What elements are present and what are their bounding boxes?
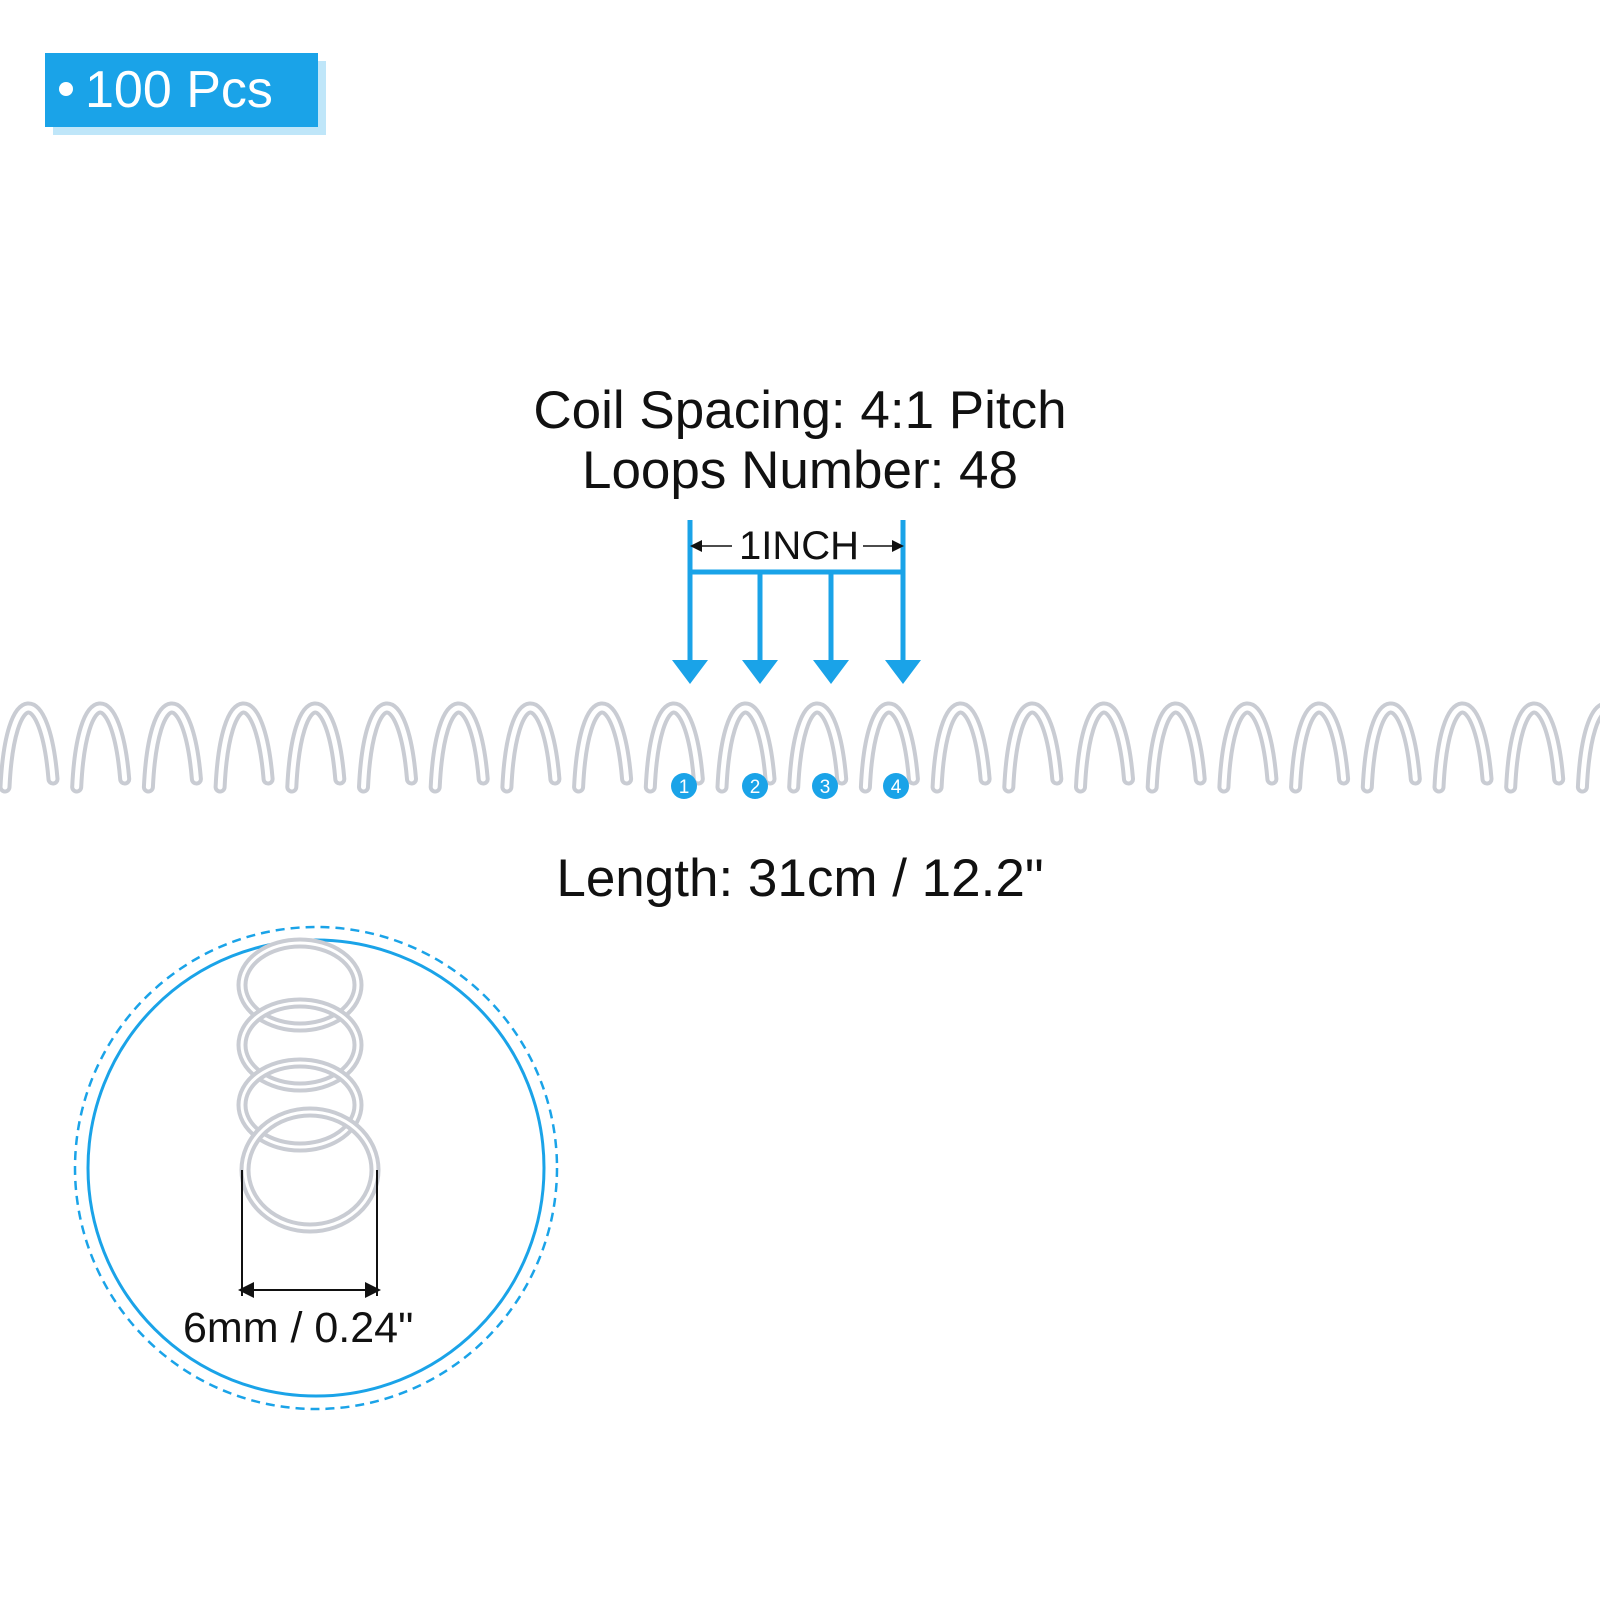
- coil-spacing-text: Coil Spacing: 4:1 Pitch: [533, 381, 1067, 440]
- coil-loop-highlight: [240, 1061, 360, 1149]
- marker-1: 1: [679, 777, 690, 798]
- detail-inset: [73, 925, 559, 1411]
- coil-loop-highlight: [243, 1110, 377, 1230]
- length-text: Length: 31cm / 12.2": [556, 849, 1044, 908]
- coil-loop-highlight: [240, 1001, 360, 1089]
- coil-loop-highlight: [240, 941, 360, 1029]
- diameter-text: 6mm / 0.24": [183, 1304, 414, 1352]
- quantity-badge: 100 Pcs: [45, 53, 318, 127]
- coil-highlight: [2, 705, 1600, 790]
- bullet-icon: [59, 82, 73, 97]
- pitch-label: 1INCH: [735, 524, 864, 569]
- coil-closeup: [236, 937, 381, 1234]
- loops-number-text: Loops Number: 48: [581, 441, 1019, 500]
- spiral-coil: [0, 701, 1600, 794]
- marker-4: 4: [891, 777, 902, 798]
- pitch-arrows: [672, 520, 921, 684]
- marker-2: 2: [750, 777, 761, 798]
- quantity-text: 100 Pcs: [85, 61, 273, 119]
- marker-3: 3: [820, 777, 831, 798]
- loop-markers: 1 2 3 4: [671, 773, 909, 799]
